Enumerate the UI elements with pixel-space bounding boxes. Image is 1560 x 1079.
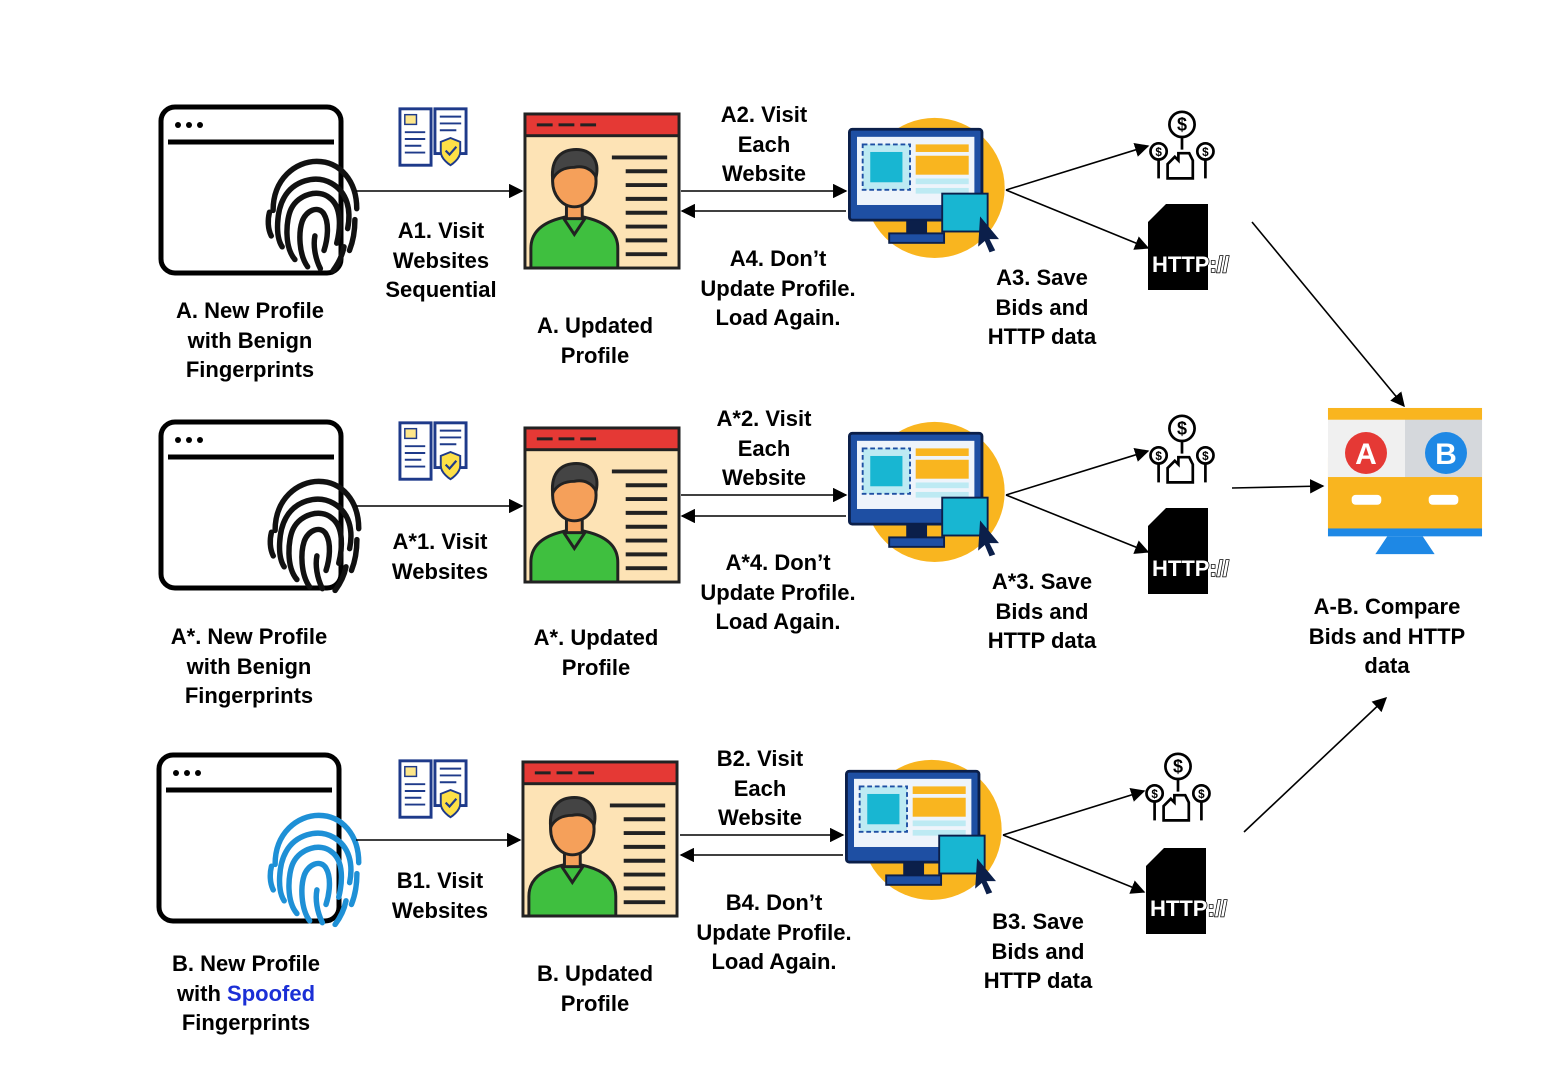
monitor-icon [847, 116, 1007, 258]
browser-window-icon [159, 755, 339, 921]
label-save-a3: A3. Save Bids and HTTP data [987, 265, 1097, 349]
label-visit-each-b2: B2. Visit Each Website [716, 746, 804, 830]
badge-b-circle [1425, 432, 1467, 474]
label-dont-update-b4: B4. Don’t Update Profile. Load Again. [696, 890, 852, 974]
badge-b: B [1435, 438, 1457, 471]
http-text: HTTP:// [1152, 252, 1229, 277]
label-new-profile-b: B. New Profile with Spoofed Fingerprints [144, 949, 348, 1038]
label-visit-each-a2: A2. Visit Each Website [720, 102, 808, 186]
profile-card-icon [523, 762, 677, 916]
label-updated-profile-b: B. Updated Profile [536, 961, 654, 1016]
label-dont-update-astar4: A*4. Don’t Update Profile. Load Again. [700, 550, 856, 634]
label-visit-b1: B1. Visit Websites [391, 868, 489, 923]
documents-shield-icon [398, 759, 468, 819]
http-text: HTTP:// [1152, 556, 1229, 581]
http-document-icon [1148, 204, 1208, 290]
http-document-icon [1148, 508, 1208, 594]
label-visit-each-astar2: A*2. Visit Each Website [716, 406, 812, 490]
label-save-b3: B3. Save Bids and HTTP data [983, 909, 1093, 993]
monitor-icon [847, 420, 1007, 562]
compare-monitor-icon [1327, 407, 1483, 555]
bid-dollar-icon [1149, 110, 1215, 180]
label-updated-profile-astar: A*. Updated Profile [533, 625, 659, 680]
documents-shield-icon [398, 421, 468, 481]
http-text: HTTP:// [1150, 896, 1227, 921]
label-new-profile-astar: A*. New Profile with Benign Fingerprints [170, 624, 328, 708]
label-new-profile-a: A. New Profile with Benign Fingerprints [176, 298, 324, 382]
label-save-astar3: A*3. Save Bids and HTTP data [987, 569, 1097, 653]
badge-a: A [1355, 438, 1377, 471]
label-line-spoofed: with Spoofed [176, 980, 316, 1006]
arrows [356, 142, 1405, 894]
badge-a-circle [1345, 432, 1387, 474]
label-visit-a1: A1. Visit Websites Sequential [385, 218, 497, 302]
label-dont-update-a4: A4. Don’t Update Profile. Load Again. [700, 246, 856, 330]
label-visit-astar1: A*1. Visit Websites [391, 529, 489, 584]
label-updated-profile-a: A. Updated Profile [536, 313, 654, 368]
http-document-icon [1146, 848, 1206, 934]
bid-dollar-icon [1149, 414, 1215, 484]
monitor-icon [844, 758, 1004, 900]
profile-card-icon [523, 426, 681, 584]
profile-card-icon [523, 112, 681, 270]
bid-dollar-icon [1145, 752, 1211, 822]
spoofed-highlight: Spoofed [227, 980, 316, 1006]
label-compare: A-B. Compare Bids and HTTP data [1308, 594, 1466, 678]
documents-shield-icon [398, 107, 468, 167]
